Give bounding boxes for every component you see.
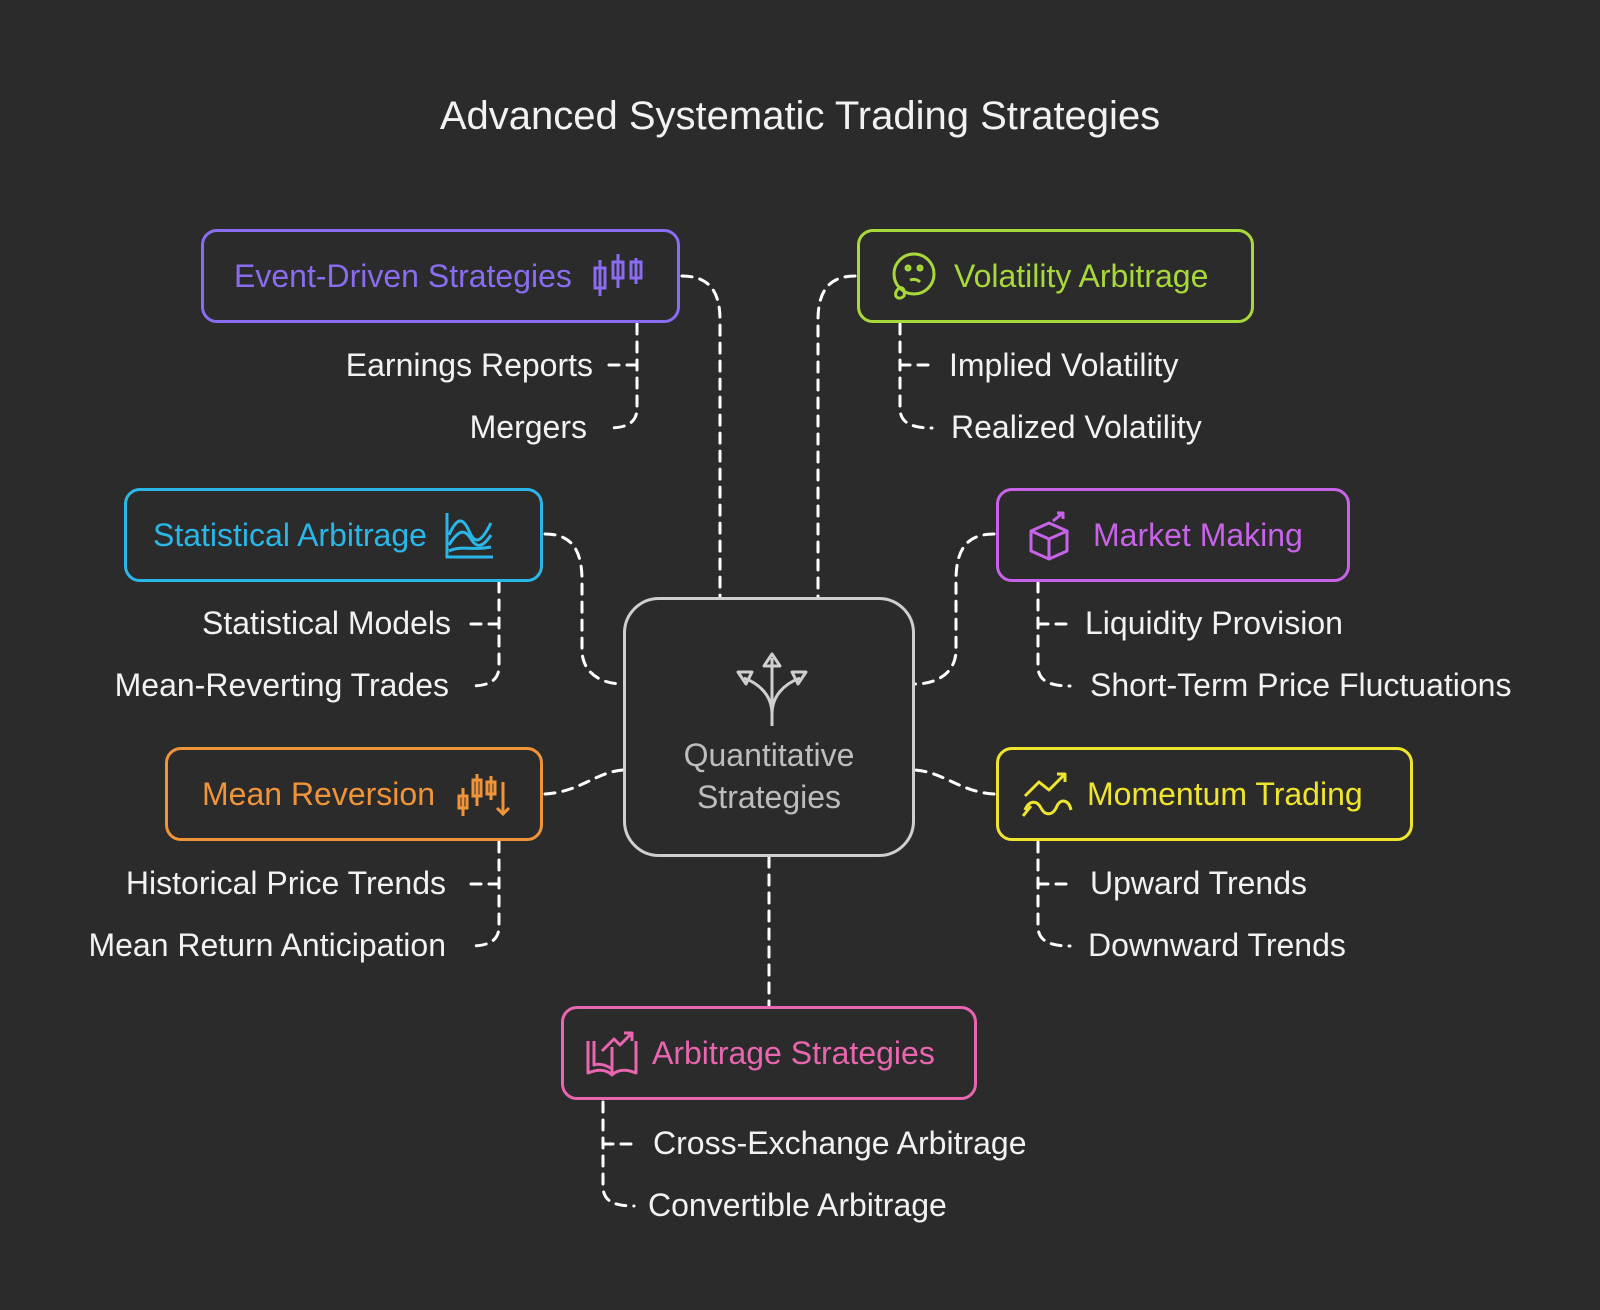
momentum-item-2: Downward Trends	[1088, 927, 1346, 963]
branch-momentum	[1036, 840, 1072, 948]
node-mean-reversion-label: Mean Reversion	[202, 775, 435, 812]
node-momentum-trading: Momentum Trading	[996, 747, 1413, 841]
branch-statistical	[468, 580, 501, 688]
volatility-item-2: Realized Volatility	[951, 409, 1202, 445]
connector-statistical	[543, 532, 625, 686]
arbitrage-item-2: Convertible Arbitrage	[648, 1187, 947, 1223]
event-driven-item-1: Earnings Reports	[345, 347, 593, 383]
node-market-making: Market Making	[996, 488, 1350, 582]
market-making-item-1: Liquidity Provision	[1085, 605, 1343, 641]
connector-momentum	[913, 768, 996, 796]
node-volatility-arbitrage: Volatility Arbitrage	[857, 229, 1254, 323]
mean-reversion-item-1: Historical Price Trends	[125, 865, 446, 901]
node-market-making-label: Market Making	[1093, 516, 1303, 553]
node-mean-reversion: Mean Reversion	[165, 747, 543, 841]
branching-arrows-icon	[722, 636, 822, 736]
momentum-chart-icon	[1019, 766, 1075, 822]
box-growth-icon	[1023, 507, 1079, 563]
diagram-title: Advanced Systematic Trading Strategies	[439, 94, 1161, 138]
node-event-driven-label: Event-Driven Strategies	[234, 257, 572, 294]
thinking-face-icon	[884, 248, 940, 304]
candlestick-icon	[590, 248, 646, 304]
connector-event-driven	[680, 274, 722, 599]
center-node: Quantitative Strategies	[623, 597, 915, 857]
node-arbitrage-strategies-label: Arbitrage Strategies	[652, 1034, 935, 1071]
statistical-item-1: Statistical Models	[202, 605, 451, 641]
branch-arbitrage	[601, 1100, 636, 1208]
node-volatility-arbitrage-label: Volatility Arbitrage	[954, 257, 1209, 294]
connector-mean-reversion	[543, 768, 625, 796]
node-event-driven: Event-Driven Strategies	[201, 229, 680, 323]
branch-volatility	[898, 322, 934, 430]
mean-reversion-item-2: Mean Return Anticipation	[88, 927, 446, 963]
momentum-item-1: Upward Trends	[1090, 865, 1307, 901]
connector-market-making	[913, 532, 996, 686]
area-chart-icon	[441, 507, 497, 563]
candlestick-down-icon	[455, 766, 511, 822]
branch-mean-reversion	[468, 840, 501, 948]
node-arbitrage-strategies: Arbitrage Strategies	[561, 1006, 977, 1100]
branch-event-driven	[606, 322, 639, 430]
volatility-item-1: Implied Volatility	[949, 347, 1179, 383]
connector-volatility	[816, 274, 857, 599]
market-making-item-2: Short-Term Price Fluctuations	[1090, 667, 1512, 703]
node-statistical-arbitrage: Statistical Arbitrage	[124, 488, 543, 582]
branch-market-making	[1036, 580, 1072, 688]
node-statistical-arbitrage-label: Statistical Arbitrage	[153, 516, 427, 553]
arbitrage-item-1: Cross-Exchange Arbitrage	[653, 1125, 1027, 1161]
book-growth-icon	[584, 1025, 640, 1081]
node-momentum-trading-label: Momentum Trading	[1087, 775, 1363, 812]
statistical-item-2: Mean-Reverting Trades	[114, 667, 449, 703]
event-driven-item-2: Mergers	[469, 409, 587, 445]
center-label: Quantitative Strategies	[683, 737, 855, 815]
